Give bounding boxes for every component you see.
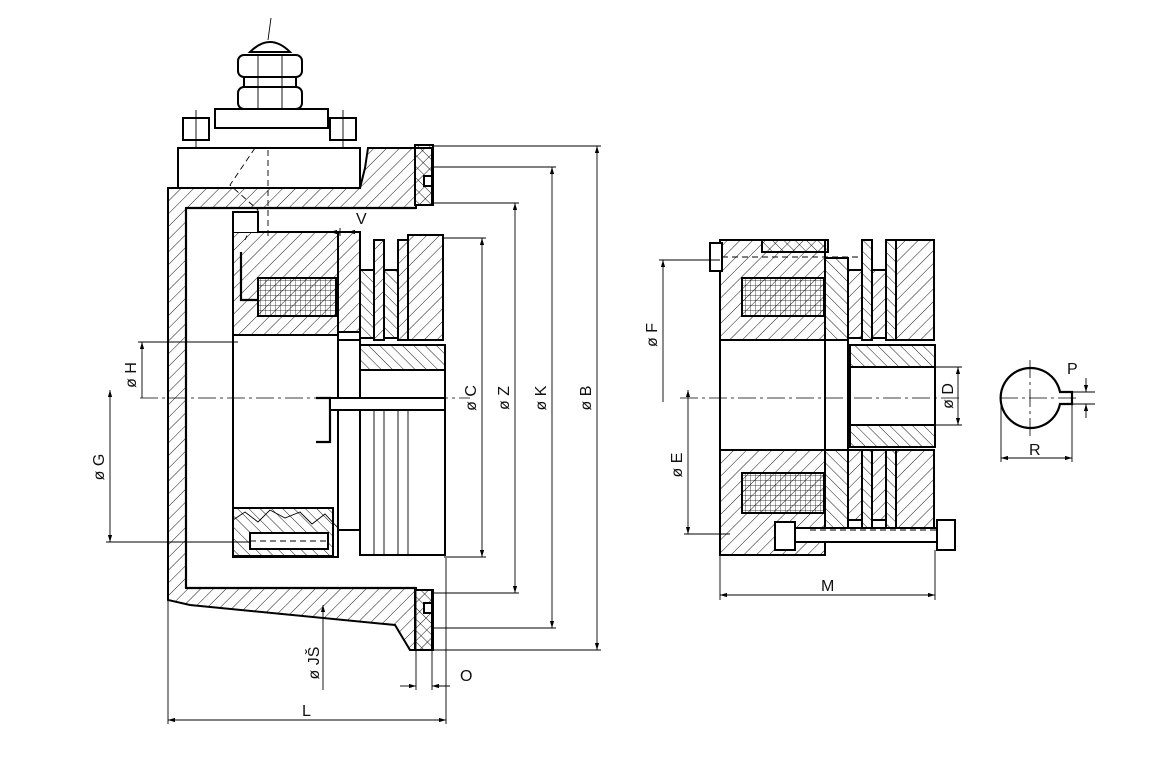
dimension-labels: V ø C ø Z ø K ø B ø H ø G ø JŠ O L ø F ø… — [91, 211, 1078, 720]
cable-gland — [182, 17, 357, 148]
label-l: L — [302, 703, 311, 720]
label-e: ø E — [669, 453, 686, 478]
terminal-box — [177, 147, 361, 189]
dimension-lines-main — [106, 145, 601, 724]
main-section-view — [140, 17, 470, 651]
dimension-lines-secondary — [659, 259, 962, 600]
armature-and-discs — [316, 231, 446, 556]
label-k: ø K — [533, 385, 550, 410]
label-c: ø C — [463, 385, 480, 411]
keyed-bore-view — [999, 360, 1095, 462]
magnet-body — [232, 211, 339, 558]
label-b: ø B — [578, 386, 595, 411]
label-m: M — [821, 578, 834, 595]
label-g: ø G — [91, 454, 108, 481]
label-o: O — [460, 668, 472, 685]
secondary-section-view — [680, 239, 960, 556]
label-p: P — [1067, 361, 1078, 378]
label-v: V — [356, 211, 367, 228]
label-f: ø F — [644, 323, 661, 347]
label-h: ø H — [123, 362, 140, 388]
label-d: ø D — [940, 383, 957, 409]
label-z: ø Z — [496, 386, 513, 410]
label-js: ø JŠ — [304, 647, 323, 680]
label-r: R — [1029, 442, 1041, 459]
